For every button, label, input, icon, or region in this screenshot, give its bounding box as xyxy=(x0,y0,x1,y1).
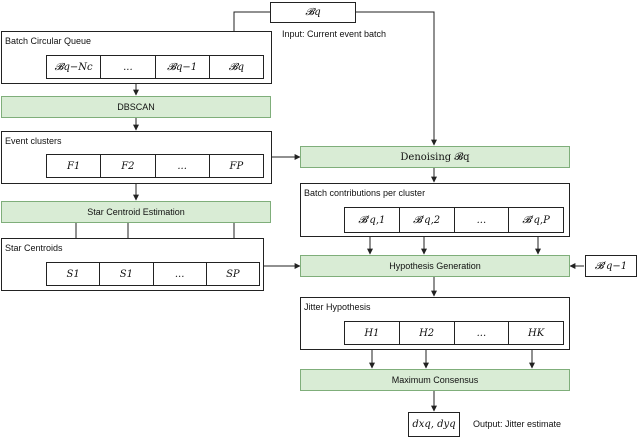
output-label: Output: Jitter estimate xyxy=(473,419,562,429)
output-value: dxq, dyq xyxy=(412,419,456,430)
input-batch-box: 𝓑q xyxy=(270,2,356,23)
queue-cell: 𝓑q xyxy=(228,61,244,73)
hypothesis-cell: H1 xyxy=(345,322,400,344)
hypothesis-cell: H2 xyxy=(400,322,455,344)
maximum-consensus-process: Maximum Consensus xyxy=(300,369,570,391)
centroid-cell: ... xyxy=(154,263,207,285)
dbscan-process: DBSCAN xyxy=(1,96,271,118)
centroid-cell: S1 xyxy=(100,263,154,285)
star-centroids-title: Star Centroids xyxy=(5,243,63,253)
contribution-cell: 𝓑′q,1 xyxy=(345,208,400,232)
contribution-cell: 𝓑′q,P xyxy=(522,214,550,226)
batch-contributions-cells: 𝓑′q,1 𝓑′q,2 ... 𝓑′q,P xyxy=(344,207,564,233)
jitter-hypothesis-title: Jitter Hypothesis xyxy=(304,302,371,312)
previous-batch-symbol: 𝓑′q−1 xyxy=(594,260,628,272)
hypothesis-generation-process: Hypothesis Generation xyxy=(300,255,570,277)
previous-batch-box: 𝓑′q−1 xyxy=(585,255,637,277)
hypothesis-cell: HK xyxy=(528,327,545,339)
denoising-process: Denoising 𝓑q xyxy=(300,146,570,168)
centroid-cell: SP xyxy=(226,268,240,280)
event-clusters-title: Event clusters xyxy=(5,136,62,146)
circular-queue-title: Batch Circular Queue xyxy=(5,36,92,46)
contribution-cell: 𝓑′q,2 xyxy=(400,208,455,232)
cluster-cell: ... xyxy=(156,155,210,177)
contribution-cell: ... xyxy=(455,208,510,232)
hypothesis-cell: ... xyxy=(455,322,510,344)
centroid-cell: S1 xyxy=(47,263,101,285)
arrow-input-to-denoising xyxy=(356,11,437,146)
star-centroids-cells: S1 S1 ... SP xyxy=(46,262,260,286)
cluster-cell: F1 xyxy=(47,155,102,177)
jitter-hypothesis-cells: H1 H2 ... HK xyxy=(344,321,564,345)
event-clusters-cells: F1 F2 ... FP xyxy=(46,154,264,178)
cluster-cell: FP xyxy=(229,160,244,172)
input-batch-symbol: 𝓑q xyxy=(305,7,321,18)
circular-queue-cells: 𝓑q−Nc ... 𝓑q−1 𝓑q xyxy=(46,55,264,79)
cluster-cell: F2 xyxy=(101,155,156,177)
input-label: Input: Current event batch xyxy=(282,29,387,39)
queue-cell: 𝓑q−Nc xyxy=(47,56,102,78)
queue-cell: 𝓑q−1 xyxy=(156,56,210,78)
batch-contributions-title: Batch contributions per cluster xyxy=(304,188,426,198)
star-centroid-estimation-process: Star Centroid Estimation xyxy=(1,201,271,223)
queue-cell: ... xyxy=(101,56,156,78)
output-box: dxq, dyq xyxy=(408,412,460,437)
